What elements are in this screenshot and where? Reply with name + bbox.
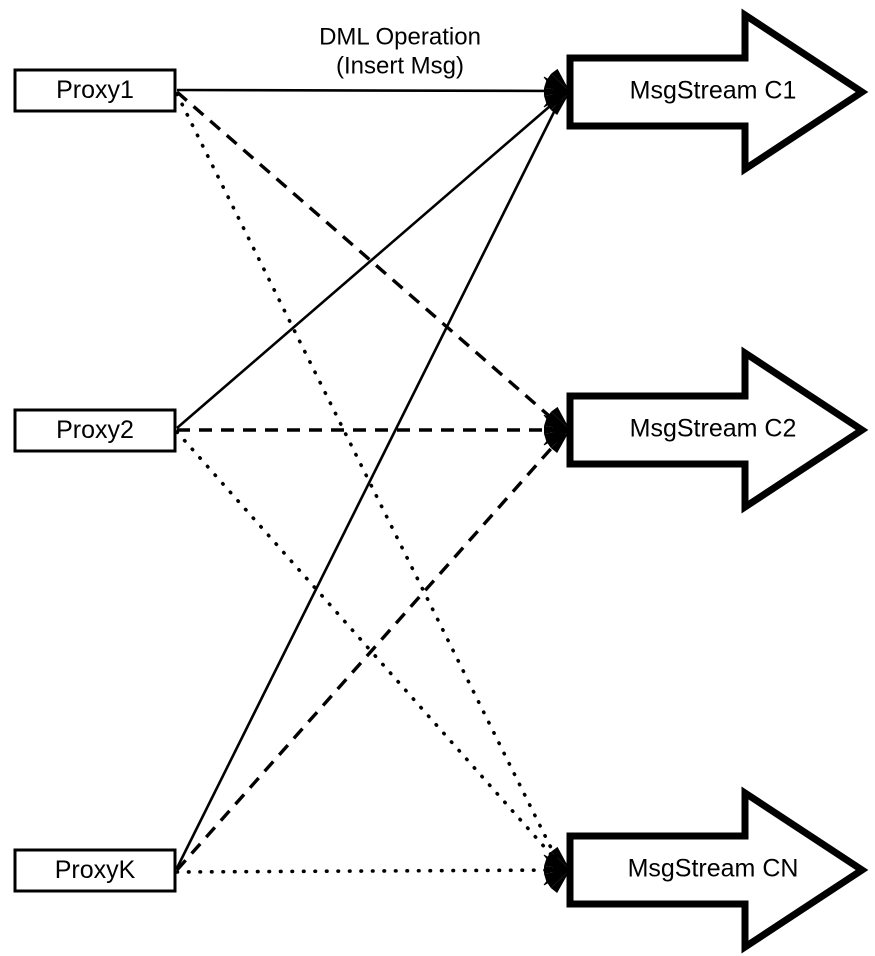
proxy-label: Proxy1 bbox=[56, 76, 134, 104]
proxy-node-proxy2[interactable]: Proxy2 bbox=[13, 408, 177, 453]
caption-line-1: DML Operation bbox=[319, 23, 481, 50]
arrowhead-barb bbox=[543, 87, 570, 96]
arrowhead-barb bbox=[550, 430, 570, 453]
proxy-box bbox=[13, 848, 177, 893]
msgstream-arrow-shape bbox=[566, 8, 869, 176]
arrowhead-head-c2 bbox=[543, 406, 572, 453]
arrowhead-head-c1 bbox=[543, 68, 572, 115]
proxy-node-proxy1[interactable]: Proxy1 bbox=[13, 68, 177, 113]
connector-p1-c2[interactable] bbox=[175, 90, 565, 430]
arrowhead-barb bbox=[546, 870, 570, 889]
arrowhead-head-cn bbox=[543, 846, 572, 893]
arrowhead-barb bbox=[543, 865, 570, 874]
arrowhead-barb bbox=[546, 73, 570, 92]
msgstream-label: MsgStream C1 bbox=[630, 77, 797, 105]
arrowhead-barb bbox=[543, 430, 570, 442]
connector-p2-cn[interactable] bbox=[175, 430, 565, 870]
proxy-box bbox=[13, 68, 177, 113]
edge-caption: DML Operation (Insert Msg) bbox=[319, 23, 481, 79]
msgstream-stream_cn[interactable]: MsgStream CN bbox=[566, 786, 869, 954]
msgstream-label: MsgStream CN bbox=[628, 855, 799, 883]
connector-p2-c1[interactable] bbox=[176, 93, 565, 429]
arrowhead-barb bbox=[544, 80, 570, 92]
arrowhead-barb bbox=[546, 430, 570, 449]
connections-layer bbox=[175, 88, 568, 874]
proxy-label: ProxyK bbox=[55, 856, 136, 884]
arrowhead-barb bbox=[551, 846, 570, 870]
arrowhead-barb bbox=[543, 92, 570, 104]
proxy-box bbox=[13, 408, 177, 453]
connector-pk-c1[interactable] bbox=[175, 95, 564, 869]
arrowhead-barb bbox=[550, 870, 570, 893]
arrowhead-barb bbox=[551, 68, 570, 92]
msgstream-label: MsgStream C2 bbox=[630, 415, 797, 443]
msgstream-arrow-shape bbox=[566, 786, 869, 954]
arrowhead-barb bbox=[546, 92, 570, 111]
arrowhead-barb bbox=[546, 851, 570, 870]
arrowhead-barb bbox=[544, 858, 570, 870]
msgstream-arrow-shape bbox=[566, 346, 869, 514]
arrowhead-barb bbox=[550, 92, 570, 115]
proxy-label: Proxy2 bbox=[56, 416, 134, 444]
connector-pk-cn[interactable] bbox=[175, 868, 568, 874]
arrowhead-barb bbox=[546, 411, 570, 430]
proxy-node-proxyK[interactable]: ProxyK bbox=[13, 848, 177, 893]
connector-pk-c2[interactable] bbox=[175, 432, 566, 872]
streams-layer: MsgStream C1 MsgStream C2 MsgStream CN bbox=[566, 8, 869, 954]
arrowhead-barb bbox=[543, 870, 570, 882]
arrowhead-barb bbox=[543, 425, 570, 434]
connector-p1-c1[interactable] bbox=[176, 88, 567, 93]
arrowhead-barb bbox=[544, 418, 570, 430]
arrowhead-barb bbox=[551, 406, 570, 430]
caption-line-2: (Insert Msg) bbox=[336, 52, 464, 79]
msgstream-stream_c1[interactable]: MsgStream C1 bbox=[566, 8, 869, 176]
arrowheads-layer bbox=[543, 68, 572, 893]
msgstream-stream_c2[interactable]: MsgStream C2 bbox=[566, 346, 869, 514]
